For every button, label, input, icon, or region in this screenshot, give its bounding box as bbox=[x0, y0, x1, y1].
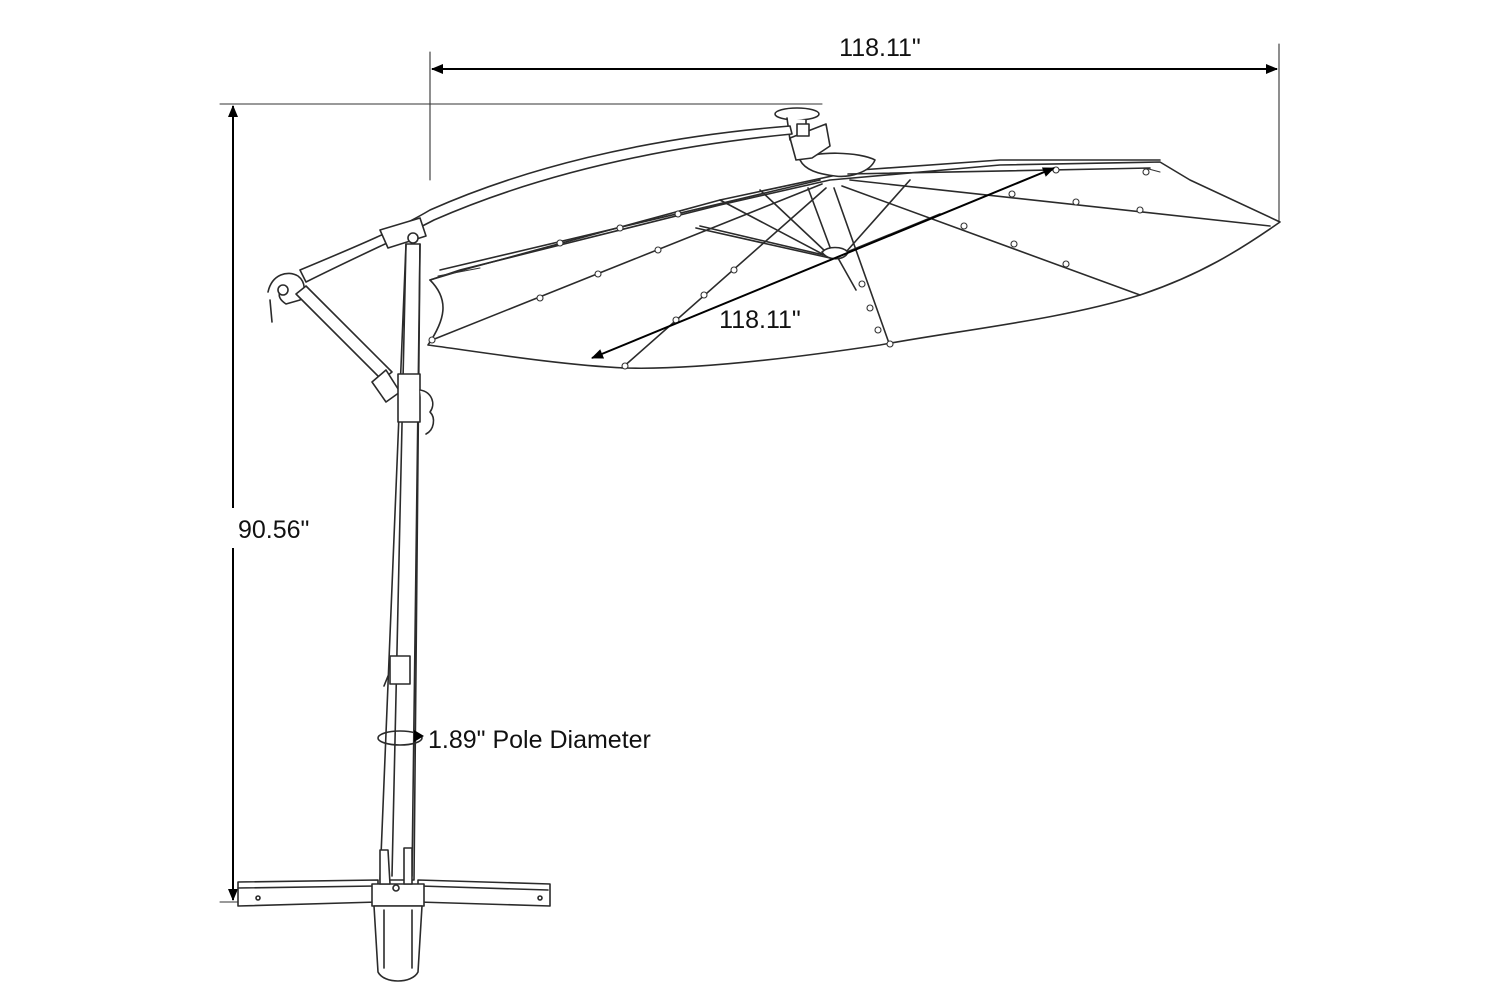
height-label: 90.56" bbox=[238, 516, 309, 544]
base-upright-left bbox=[379, 849, 391, 885]
led-light bbox=[866, 304, 874, 312]
led-light bbox=[674, 210, 682, 218]
crank-hub bbox=[277, 284, 289, 296]
rotation-ellipse bbox=[377, 730, 423, 746]
cross-base bbox=[237, 847, 551, 982]
base-center-block bbox=[371, 883, 425, 907]
height-label-gap bbox=[224, 508, 244, 548]
base-front-leg bbox=[373, 905, 423, 982]
pole-edge bbox=[391, 243, 407, 877]
base-bolt-left bbox=[255, 895, 261, 901]
rotation-arrow-icon bbox=[377, 730, 424, 746]
led-light bbox=[428, 336, 436, 344]
rotation-arrowhead bbox=[414, 730, 424, 742]
canopy-edge-detail bbox=[437, 267, 481, 277]
upper-pole bbox=[379, 243, 421, 881]
tilt-joint bbox=[789, 123, 831, 161]
width-dimension: 118.11" bbox=[429, 34, 1280, 223]
pole: 1.89" Pole Diameter bbox=[377, 243, 651, 881]
led-light bbox=[700, 291, 708, 299]
diagonal-dimension: 118.11" bbox=[591, 167, 1055, 359]
pole-sleeve bbox=[397, 373, 421, 423]
hinge-bolt bbox=[407, 232, 419, 244]
led-light bbox=[1010, 240, 1018, 248]
led-light bbox=[1142, 168, 1150, 176]
led-light bbox=[1062, 260, 1070, 268]
pole-coupling bbox=[389, 655, 411, 685]
pole-edge-right bbox=[411, 243, 421, 877]
base-bolt-right bbox=[537, 895, 543, 901]
base-bolt bbox=[392, 884, 400, 892]
led-light bbox=[616, 224, 624, 232]
crank-grip bbox=[269, 299, 273, 323]
support-strut bbox=[295, 285, 393, 381]
canopy bbox=[427, 152, 1281, 370]
diagonal-label: 118.11" bbox=[719, 306, 801, 334]
led-light bbox=[1072, 198, 1080, 206]
solar-panel bbox=[774, 107, 820, 121]
led-light bbox=[621, 362, 629, 370]
pole-diameter-label: 1.89" Pole Diameter bbox=[428, 726, 651, 754]
base-bar-right bbox=[417, 879, 551, 907]
led-light bbox=[960, 222, 968, 230]
led-light bbox=[654, 246, 662, 254]
cantilever-arm bbox=[267, 125, 793, 403]
led-light bbox=[594, 270, 602, 278]
led-light bbox=[556, 239, 564, 247]
height-dimension: 90.56" bbox=[219, 103, 823, 903]
coupling-pin bbox=[383, 675, 389, 687]
led-light bbox=[730, 266, 738, 274]
arm-hinge bbox=[379, 217, 427, 249]
base-bar-left bbox=[237, 879, 379, 907]
base-bar-right-edge bbox=[419, 885, 549, 891]
pole-latch bbox=[419, 389, 435, 435]
joint-bolt bbox=[796, 123, 810, 137]
led-light bbox=[536, 294, 544, 302]
canopy-outline bbox=[427, 161, 1281, 370]
led-light bbox=[1136, 206, 1144, 214]
solar-top-fitting bbox=[774, 107, 831, 161]
width-label: 118.11" bbox=[839, 34, 921, 62]
base-upright-right bbox=[403, 847, 413, 885]
led-light bbox=[886, 340, 894, 348]
led-light bbox=[858, 280, 866, 288]
led-light bbox=[1008, 190, 1016, 198]
diagonal-dimension-line bbox=[591, 167, 1055, 359]
base-bar-left-edge bbox=[237, 885, 377, 889]
led-light bbox=[874, 326, 882, 334]
